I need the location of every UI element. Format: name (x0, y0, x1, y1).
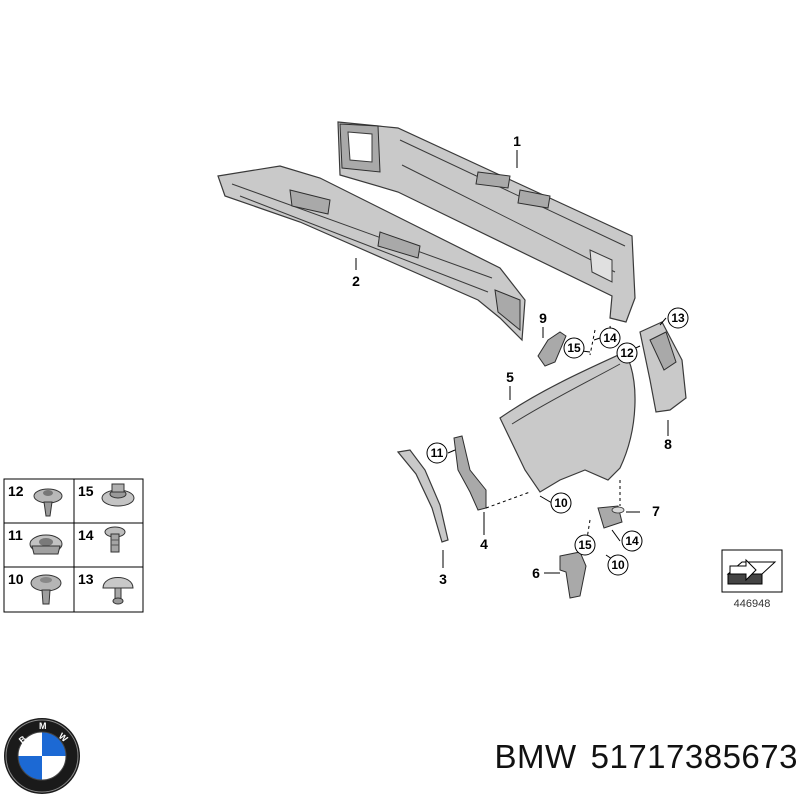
fastener-10-icon (30, 574, 62, 605)
callout-9: 9 (539, 310, 547, 326)
circled-callout-14a: 14 (599, 327, 621, 349)
callout-4: 4 (480, 536, 488, 552)
part-5-side-cover (499, 351, 636, 493)
svg-text:10: 10 (611, 558, 625, 572)
bmw-roundel-icon: B M W (4, 718, 80, 794)
reference-number: 446948 (734, 598, 771, 610)
fastener-15-icon (101, 483, 135, 507)
svg-text:15: 15 (567, 341, 581, 355)
svg-text:11: 11 (431, 446, 444, 460)
grid-label-15: 15 (78, 483, 94, 499)
callout-5: 5 (506, 369, 514, 385)
part-4-bracket (453, 435, 487, 511)
circled-callout-10a: 10 (550, 492, 572, 514)
part-9-clip (537, 331, 567, 367)
svg-text:15: 15 (578, 538, 592, 552)
callout-7: 7 (652, 503, 660, 519)
circled-callout-15b: 15 (574, 534, 596, 556)
circled-callout-13: 13 (667, 307, 689, 329)
grid-label-14: 14 (78, 527, 94, 543)
svg-text:10: 10 (554, 496, 568, 510)
fastener-12-icon (33, 488, 63, 517)
svg-text:B: B (17, 733, 29, 745)
part-7-plate (597, 505, 625, 529)
reference-box (721, 549, 783, 593)
callout-8: 8 (664, 436, 672, 452)
circled-callout-10b: 10 (607, 554, 629, 576)
callout-2: 2 (352, 273, 360, 289)
svg-text:13: 13 (671, 311, 685, 325)
callout-1: 1 (513, 133, 521, 149)
grid-label-13: 13 (78, 571, 94, 587)
fastener-11-icon (29, 534, 63, 555)
leader-lines (355, 150, 669, 574)
svg-text:12: 12 (620, 346, 634, 360)
circled-callout-11: 11 (426, 442, 448, 464)
part-1-rear-panel (337, 121, 636, 323)
footer-brand: BMW (494, 738, 577, 775)
grid-label-10: 10 (8, 571, 24, 587)
fastener-grid: 12 15 11 14 10 13 (3, 478, 144, 613)
svg-text:M: M (39, 721, 47, 731)
footer-part-label: BMW 51717385673 (408, 738, 798, 776)
callout-6: 6 (532, 565, 540, 581)
circled-callout-15a: 15 (563, 337, 585, 359)
fastener-14-icon (104, 526, 126, 553)
circled-callout-12: 12 (616, 342, 638, 364)
grid-label-12: 12 (8, 483, 24, 499)
fastener-13-icon (102, 577, 134, 605)
footer-part-number: 51717385673 (590, 738, 798, 775)
svg-text:14: 14 (603, 331, 617, 345)
circled-callout-14b: 14 (621, 530, 643, 552)
part-3-trim-strip (396, 449, 449, 543)
part-6-holder (559, 551, 587, 599)
grid-label-11: 11 (8, 527, 23, 543)
callout-3: 3 (439, 571, 447, 587)
part-8-bracket (639, 321, 687, 413)
svg-text:14: 14 (625, 534, 639, 548)
part-2-carrier (217, 165, 526, 342)
